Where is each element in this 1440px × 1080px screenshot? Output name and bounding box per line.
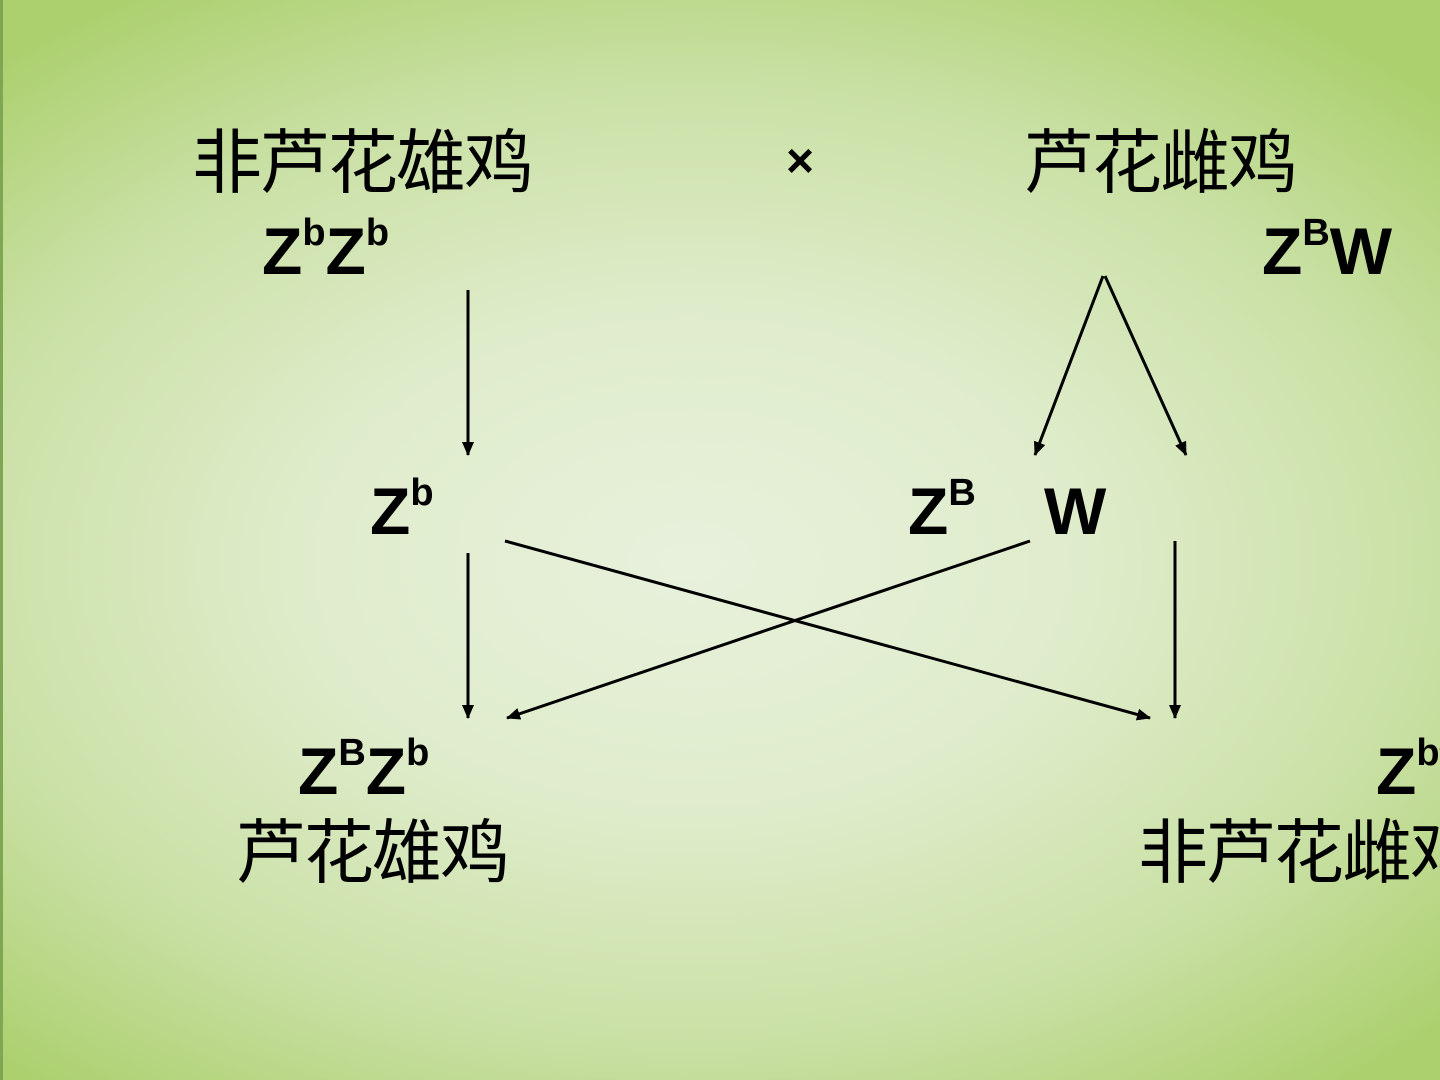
arrow-female-to-zb-gamete <box>1033 275 1105 456</box>
offspring-right-genotype: ZbW <box>1376 732 1440 808</box>
slide-left-edge <box>0 0 3 1080</box>
female-parent-genotype: ZBW <box>1262 212 1393 288</box>
offspring-right-phenotype: 非芦花雌鸡 <box>1138 812 1440 894</box>
arrow-zb-female-gamete-to-left-offspring <box>506 539 1031 720</box>
female-gamete-zb: ZB <box>908 472 976 548</box>
arrow-female-to-w-gamete <box>1103 275 1188 456</box>
offspring-left-genotype: ZBZb <box>298 732 430 808</box>
male-gamete: Zb <box>370 472 434 548</box>
male-parent-phenotype: 非芦花雄鸡 <box>192 122 534 204</box>
cross-symbol: × <box>786 135 815 188</box>
arrow-zb-male-gamete-to-right-offspring <box>504 539 1151 721</box>
male-parent-genotype: ZbZb <box>262 212 390 288</box>
female-parent-phenotype: 芦花雌鸡 <box>1024 122 1298 204</box>
female-gamete-w: W <box>1044 474 1107 548</box>
offspring-left-phenotype: 芦花雄鸡 <box>236 812 510 894</box>
